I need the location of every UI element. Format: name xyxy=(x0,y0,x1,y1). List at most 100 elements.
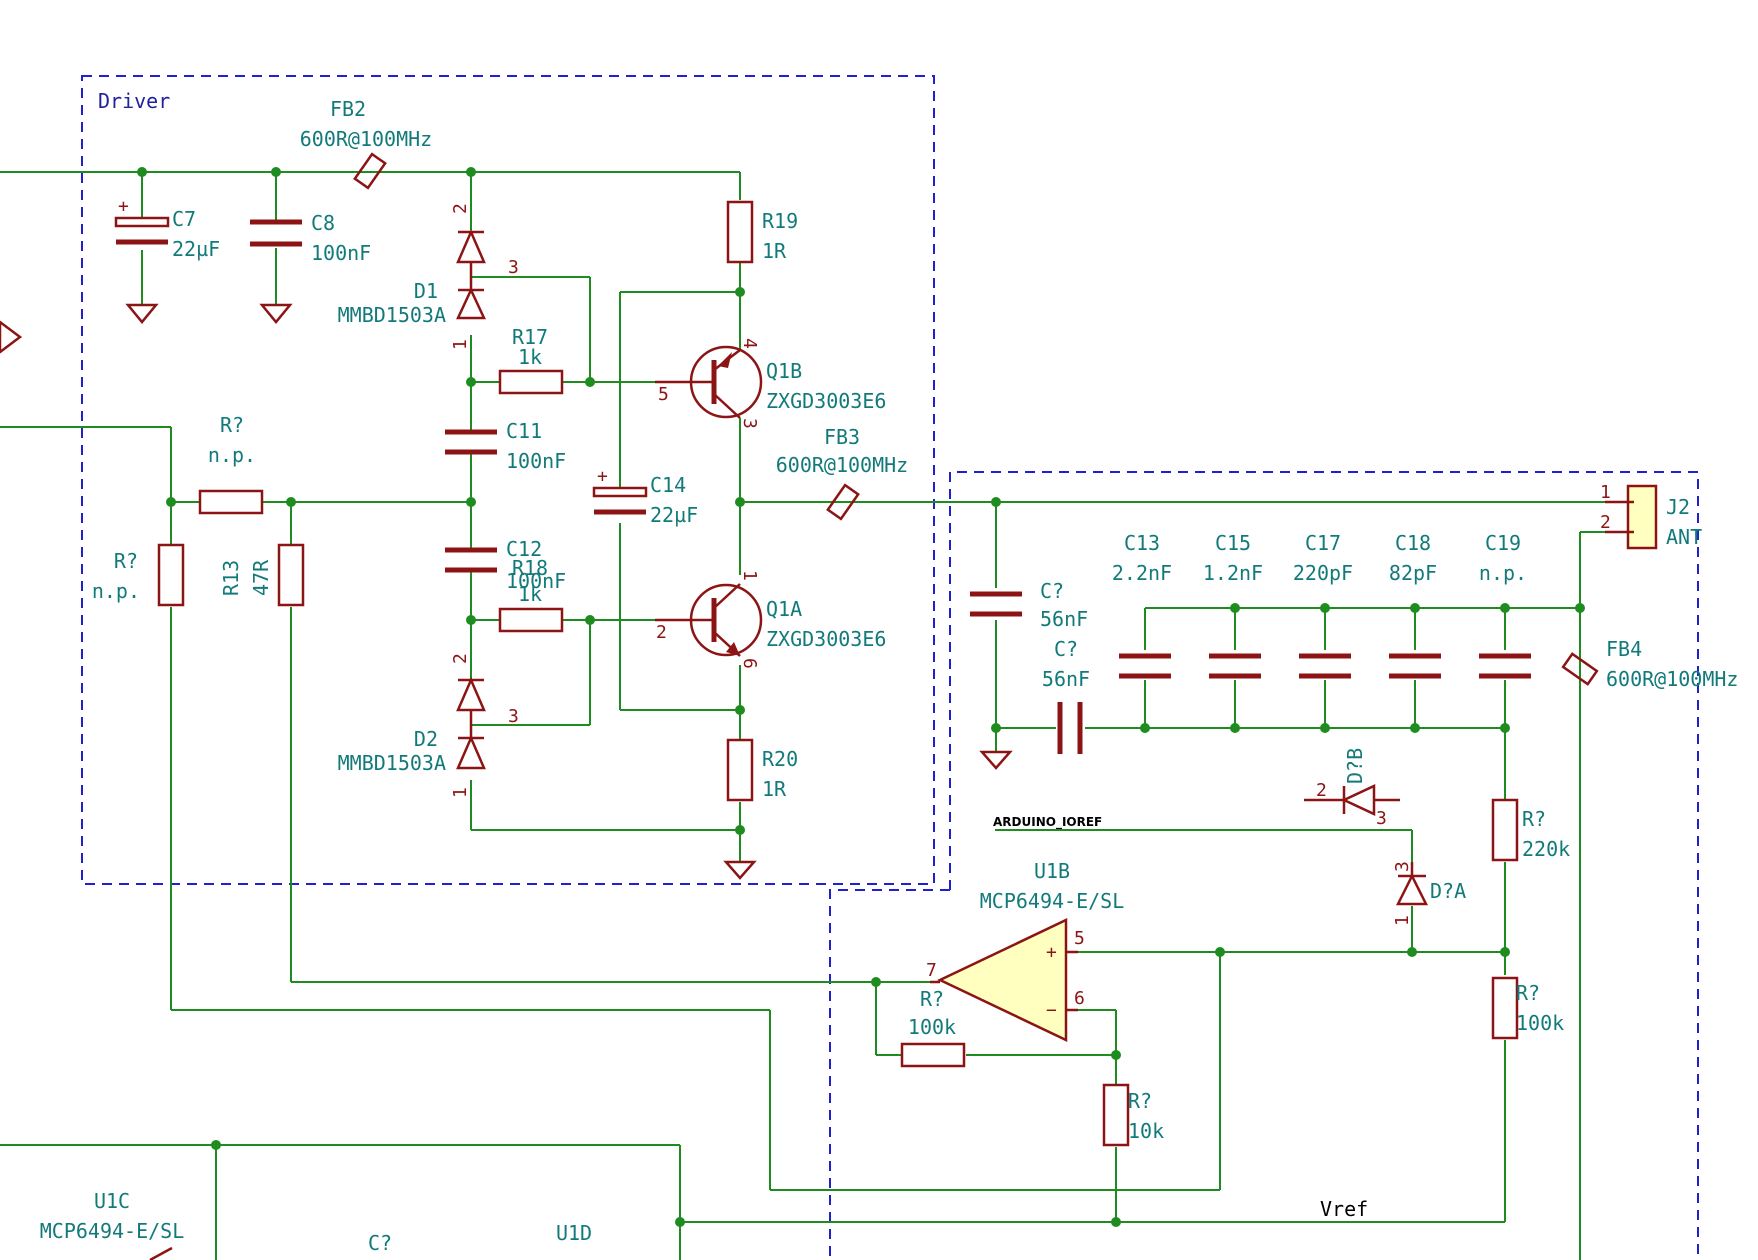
svg-text:1R: 1R xyxy=(762,239,787,263)
ground-icon xyxy=(0,303,1013,880)
junctions xyxy=(137,167,1585,1227)
resistor-r-100k-feedback: R? 100k xyxy=(900,987,966,1068)
opamp-u1b: + − 7 5 6 U1B MCP6494-E/SL xyxy=(926,859,1124,1042)
svg-text:100k: 100k xyxy=(1516,1011,1564,1035)
svg-text:2: 2 xyxy=(450,653,471,664)
ferrite-bead-fb3: FB3 600R@100MHz xyxy=(776,425,908,521)
resistor-r18: R18 1k xyxy=(498,556,564,633)
opamp-u1c-symbol-edge xyxy=(149,1246,173,1260)
svg-text:47R: 47R xyxy=(249,559,273,596)
svg-text:R?: R? xyxy=(220,413,244,437)
svg-text:100k: 100k xyxy=(908,1015,956,1039)
svg-text:FB2: FB2 xyxy=(330,97,366,121)
transistor-q1a: 2 1 6 Q1A ZXGD3003E6 xyxy=(655,570,886,669)
svg-text:100nF: 100nF xyxy=(506,449,566,473)
svg-text:D1: D1 xyxy=(414,279,438,303)
svg-text:5: 5 xyxy=(1074,928,1085,949)
svg-text:n.p.: n.p. xyxy=(92,579,140,603)
svg-text:10k: 10k xyxy=(1128,1119,1164,1143)
svg-text:R17: R17 xyxy=(512,325,548,349)
svg-text:2: 2 xyxy=(450,203,471,214)
svg-text:C?: C? xyxy=(1054,637,1078,661)
diode-d2: 2 3 1 D2 MMBD1503A xyxy=(338,653,519,798)
svg-text:600R@100MHz: 600R@100MHz xyxy=(776,453,908,477)
svg-text:R?: R? xyxy=(1128,1089,1152,1113)
transistor-q1b: 5 4 3 Q1B ZXGD3003E6 xyxy=(655,338,886,429)
svg-text:1: 1 xyxy=(450,339,471,350)
net-label-arduino-ioref: ARDUINO_IOREF xyxy=(993,815,1102,830)
opamp-u1d-ref: U1D xyxy=(556,1221,592,1245)
capacitor-c17: C17 220pF xyxy=(1293,531,1353,679)
driver-sheet-border xyxy=(81,75,935,885)
svg-text:−: − xyxy=(1046,1000,1057,1021)
capacitor-c19: C19 n.p. xyxy=(1479,531,1531,679)
svg-text:R?: R? xyxy=(114,549,138,573)
capacitor-c8: C8 100nF xyxy=(250,211,371,265)
svg-text:+: + xyxy=(597,466,608,487)
svg-text:4: 4 xyxy=(739,338,760,349)
svg-text:1R: 1R xyxy=(762,777,787,801)
svg-text:C12: C12 xyxy=(506,537,542,561)
resistor-r13: R13 47R xyxy=(219,543,305,607)
diode-db: 2 3 D?B xyxy=(1304,748,1400,829)
capacitor-c-bottom-ref: C? xyxy=(368,1231,392,1255)
driver-sheet-title: Driver xyxy=(98,89,170,113)
capacitor-c12: C12 100nF xyxy=(445,537,566,593)
svg-text:C?: C? xyxy=(1040,579,1064,603)
svg-text:3: 3 xyxy=(1376,808,1387,829)
svg-text:C14: C14 xyxy=(650,473,686,497)
opamp-u1c-value: MCP6494-E/SL xyxy=(40,1219,185,1243)
svg-text:D?A: D?A xyxy=(1430,879,1466,903)
diode-d1: 2 3 1 D1 MMBD1503A xyxy=(338,203,519,350)
svg-text:220pF: 220pF xyxy=(1293,561,1353,585)
resistor-r-220k: R? 220k xyxy=(1491,798,1570,862)
opamp-sheet-border xyxy=(829,889,950,1260)
svg-text:U1B: U1B xyxy=(1034,859,1070,883)
connector-j2: 1 2 J2 ANT xyxy=(1600,482,1702,550)
net-label-vref: Vref xyxy=(1320,1197,1368,1221)
svg-text:R19: R19 xyxy=(762,209,798,233)
svg-text:600R@100MHz: 600R@100MHz xyxy=(1606,667,1738,691)
svg-text:R18: R18 xyxy=(512,556,548,580)
capacitor-c15: C15 1.2nF xyxy=(1203,531,1263,679)
svg-text:100nF: 100nF xyxy=(311,241,371,265)
svg-text:1.2nF: 1.2nF xyxy=(1203,561,1263,585)
svg-text:D2: D2 xyxy=(414,727,438,751)
svg-text:82pF: 82pF xyxy=(1389,561,1437,585)
svg-text:MMBD1503A: MMBD1503A xyxy=(338,303,446,327)
svg-text:3: 3 xyxy=(508,257,519,278)
svg-text:R20: R20 xyxy=(762,747,798,771)
svg-text:56nF: 56nF xyxy=(1040,607,1088,631)
svg-text:1: 1 xyxy=(450,787,471,798)
resistor-r19: R19 1R xyxy=(726,200,798,264)
capacitor-c14: + C14 22µF xyxy=(592,466,698,527)
svg-text:ZXGD3003E6: ZXGD3003E6 xyxy=(766,627,886,651)
svg-text:3: 3 xyxy=(739,418,760,429)
svg-text:Q1A: Q1A xyxy=(766,597,802,621)
svg-text:R?: R? xyxy=(1522,807,1546,831)
capacitor-c-56nf-shunt: C? 56nF xyxy=(970,579,1088,631)
capacitor-c-56nf-series: C? 56nF xyxy=(1042,637,1090,754)
capacitor-c18: C18 82pF xyxy=(1389,531,1441,679)
svg-text:6: 6 xyxy=(1074,988,1085,1009)
svg-text:C8: C8 xyxy=(311,211,335,235)
svg-text:1: 1 xyxy=(1392,915,1413,926)
resistor-r17: R17 1k xyxy=(498,325,564,395)
svg-text:ZXGD3003E6: ZXGD3003E6 xyxy=(766,389,886,413)
svg-text:+: + xyxy=(1046,942,1057,963)
svg-text:1: 1 xyxy=(1600,482,1611,503)
svg-text:C19: C19 xyxy=(1485,531,1521,555)
svg-text:2: 2 xyxy=(1316,780,1327,801)
svg-text:3: 3 xyxy=(508,706,519,727)
capacitor-c11: C11 100nF xyxy=(445,419,566,473)
resistor-r20: R20 1R xyxy=(726,738,798,802)
resistor-r-np-left: R? n.p. xyxy=(92,543,185,607)
svg-text:5: 5 xyxy=(658,384,669,405)
svg-text:1: 1 xyxy=(739,570,760,581)
svg-text:3: 3 xyxy=(1392,861,1413,872)
svg-text:1k: 1k xyxy=(518,582,542,606)
svg-text:J2: J2 xyxy=(1666,495,1690,519)
svg-text:C11: C11 xyxy=(506,419,542,443)
svg-text:C18: C18 xyxy=(1395,531,1431,555)
